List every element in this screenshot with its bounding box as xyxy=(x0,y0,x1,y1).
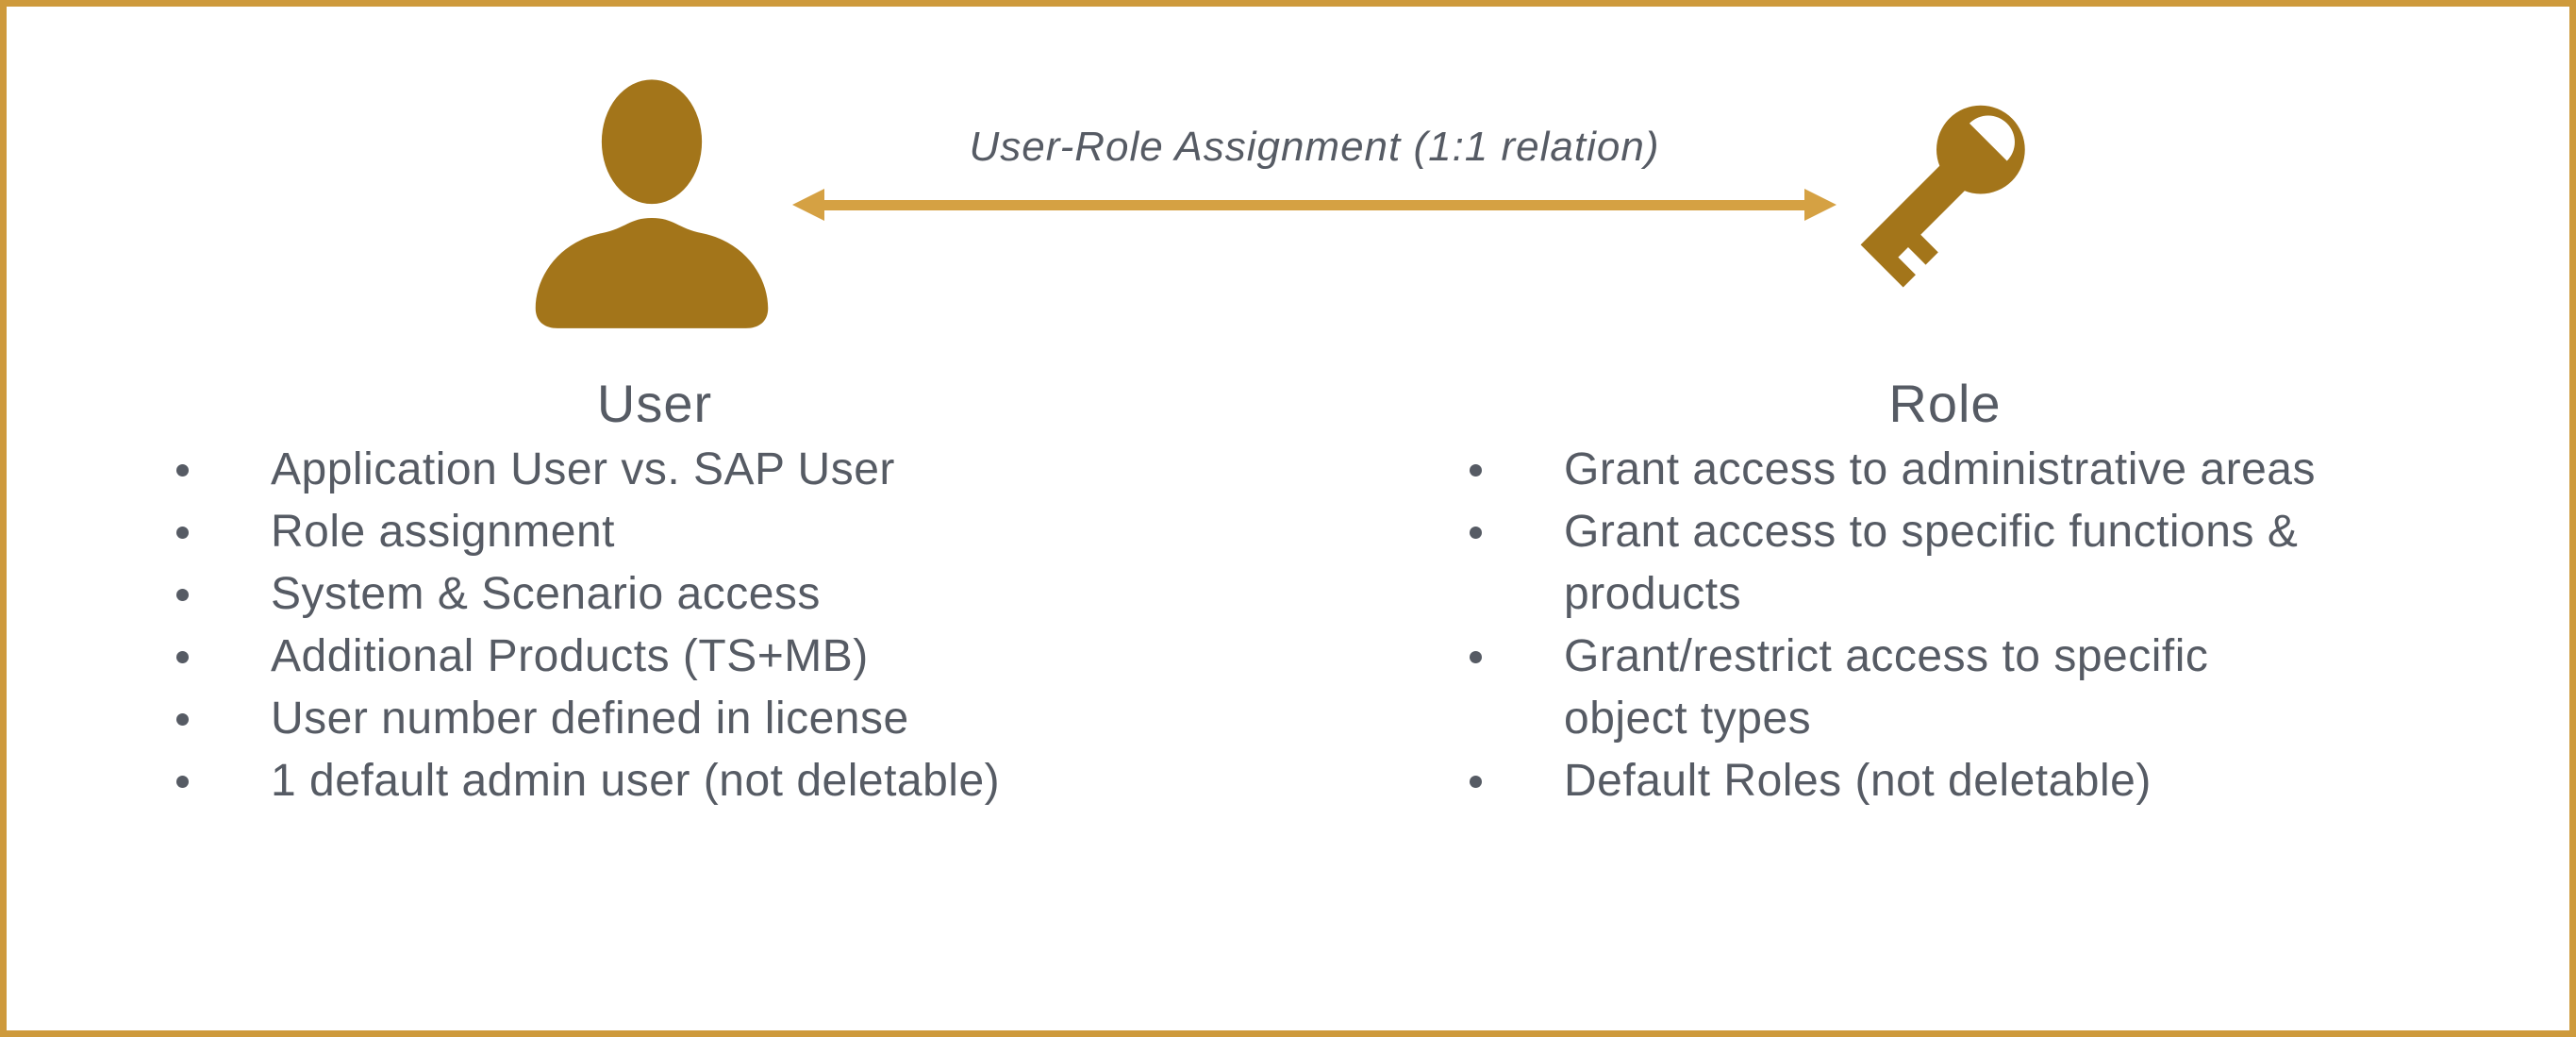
bullet-icon xyxy=(1470,464,1482,477)
user-section-title: User xyxy=(596,374,713,433)
bullet-text: User number defined in license xyxy=(271,694,909,744)
list-item: Grant access to administrative areas xyxy=(1470,439,2507,501)
bullet-icon xyxy=(1470,651,1482,663)
list-item: Additional Products (TS+MB) xyxy=(176,626,1355,688)
bullet-icon xyxy=(176,464,189,477)
key-icon xyxy=(1827,80,2053,314)
bullet-text: Role assignment xyxy=(271,507,616,557)
bullet-text: Grant access to administrative areas xyxy=(1564,444,2316,494)
list-item: System & Scenario access xyxy=(176,563,1355,626)
bullet-text: Default Roles (not deletable) xyxy=(1564,756,2152,806)
bullet-icon xyxy=(1470,776,1482,788)
bullet-text: Grant/restrict access to specific object… xyxy=(1564,631,2209,744)
bullet-text: System & Scenario access xyxy=(271,569,821,619)
user-role-double-arrow xyxy=(792,189,1836,221)
bullet-text: 1 default admin user (not deletable) xyxy=(271,756,1001,806)
bullet-icon xyxy=(176,589,189,601)
list-item: Application User vs. SAP User xyxy=(176,439,1355,501)
bullet-icon xyxy=(1470,527,1482,539)
bullet-icon xyxy=(176,651,189,663)
person-icon xyxy=(524,71,780,333)
list-item: 1 default admin user (not deletable) xyxy=(176,750,1355,812)
arrow-line xyxy=(824,199,1804,210)
bullet-text: Additional Products (TS+MB) xyxy=(271,631,869,681)
list-item: Role assignment xyxy=(176,501,1355,563)
role-section-title: Role xyxy=(1888,374,2002,433)
connector-label: User-Role Assignment (1:1 relation) xyxy=(969,124,1660,170)
bullet-icon xyxy=(176,527,189,539)
list-item: User number defined in license xyxy=(176,688,1355,750)
arrow-right-head-icon xyxy=(1804,189,1836,221)
list-item: Grant/restrict access to specific object… xyxy=(1470,626,2507,750)
bullet-icon xyxy=(176,713,189,726)
arrow-left-head-icon xyxy=(792,189,824,221)
bullet-icon xyxy=(176,776,189,788)
bullet-text: Application User vs. SAP User xyxy=(271,444,895,494)
bullet-text: Grant access to specific functions & pro… xyxy=(1564,507,2299,619)
list-item: Grant access to specific functions & pro… xyxy=(1470,501,2507,626)
list-item: Default Roles (not deletable) xyxy=(1470,750,2507,812)
